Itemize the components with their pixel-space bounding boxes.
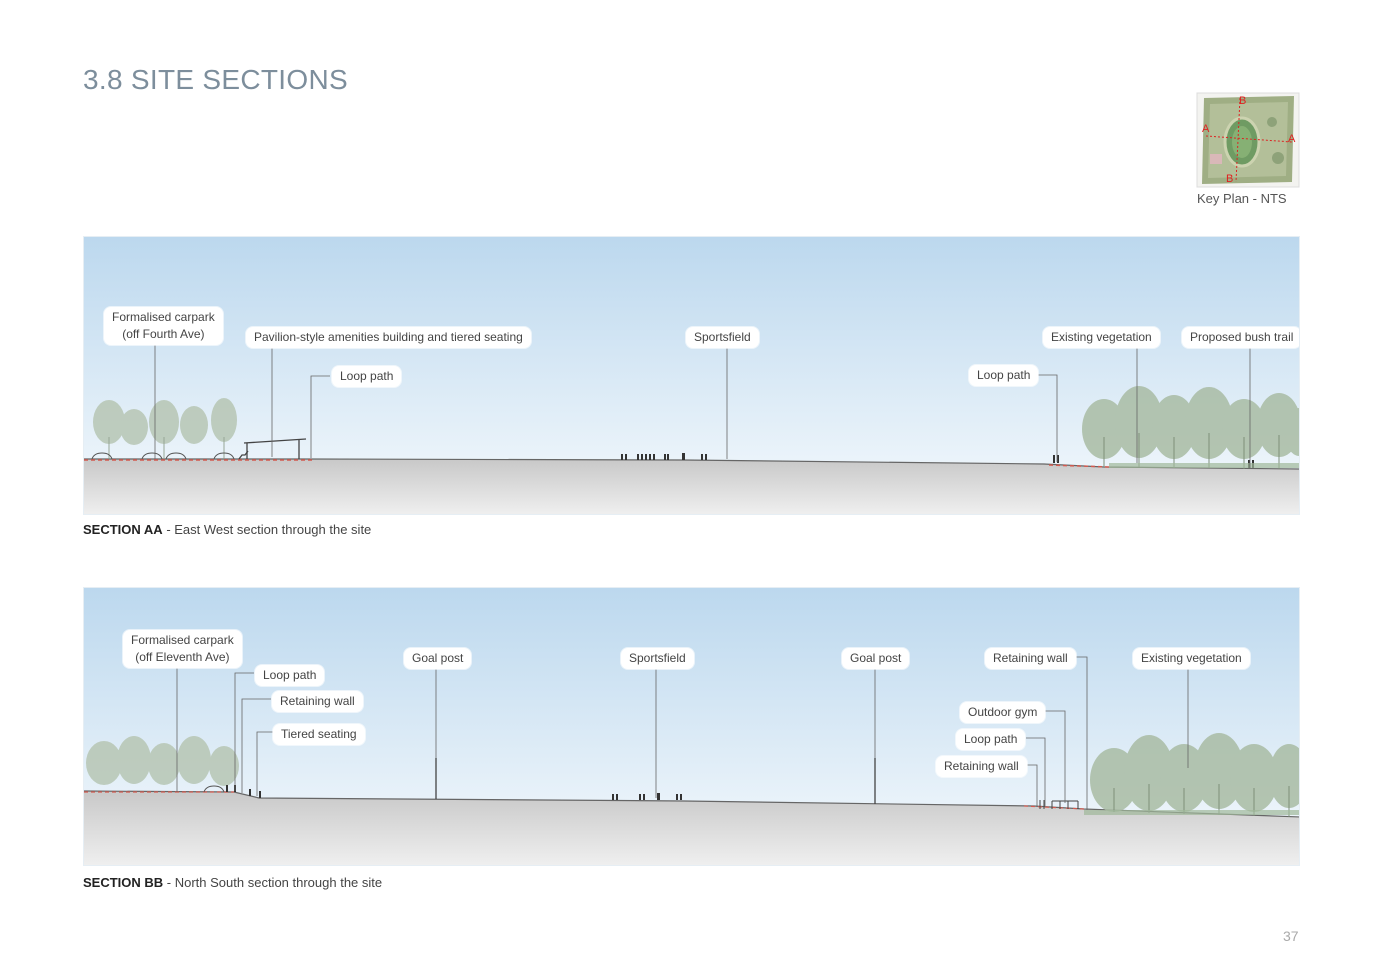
label-carpark: Formalised carpark (off Fourth Ave): [104, 307, 223, 345]
label-loop-path-west: Loop path: [332, 366, 402, 387]
loop-path-south: [1023, 805, 1085, 810]
key-plan-caption: Key Plan - NTS: [1197, 191, 1287, 206]
label-carpark-line2: (off Fourth Ave): [122, 327, 205, 341]
label-loop-path-south: Loop path: [956, 729, 1026, 750]
ground: [84, 459, 1299, 514]
section-bb-caption: SECTION BB - North South section through…: [83, 875, 382, 890]
parked-cars: [91, 452, 235, 460]
pavilion-building: [238, 438, 307, 460]
understorey: [1084, 810, 1299, 815]
section-aa-drawing: Formalised carpark (off Fourth Ave) Pavi…: [83, 236, 1300, 515]
section-bb-caption-rest: - North South section through the site: [163, 875, 383, 890]
label-goal-post-south: Goal post: [842, 648, 910, 669]
label-pavilion: Pavilion-style amenities building and ti…: [246, 327, 531, 348]
page-number: 37: [1283, 928, 1299, 944]
label-existing-vegetation: Existing vegetation: [1043, 327, 1160, 348]
understorey: [1109, 463, 1299, 468]
section-bb-caption-bold: SECTION BB: [83, 875, 164, 890]
label-retaining-wall-north: Retaining wall: [272, 691, 363, 712]
label-carpark-line1: Formalised carpark: [112, 310, 215, 324]
label-tiered-seating: Tiered seating: [273, 724, 365, 745]
key-plan-marker-b-south: B: [1226, 173, 1233, 185]
ground: [84, 791, 1299, 865]
leader-lines: [176, 656, 1189, 810]
section-aa-caption-bold: SECTION AA: [83, 522, 163, 537]
parked-car: [203, 785, 225, 793]
section-bb-drawing: Formalised carpark (off Eleventh Ave) Lo…: [83, 587, 1300, 866]
key-plan-marker-a-east: A: [1288, 133, 1296, 145]
label-carpark: Formalised carpark (off Eleventh Ave): [123, 630, 242, 668]
label-carpark-line1: Formalised carpark: [131, 633, 234, 647]
loop-path-east: [1048, 464, 1110, 468]
trees-south: [1090, 733, 1299, 812]
label-retaining-wall-bottom: Retaining wall: [936, 756, 1027, 777]
label-outdoor-gym: Outdoor gym: [960, 702, 1046, 723]
label-goal-post-north: Goal post: [404, 648, 472, 669]
leader-lines: [154, 344, 1251, 468]
page-title: 3.8 SITE SECTIONS: [83, 64, 348, 95]
label-retaining-wall-top: Retaining wall: [985, 648, 1076, 669]
label-loop-path-east: Loop path: [969, 365, 1039, 386]
trees-east: [1082, 386, 1299, 459]
people-sportsfield: [612, 793, 682, 800]
label-sportsfield: Sportsfield: [621, 648, 694, 669]
trees-north: [86, 736, 239, 786]
section-aa-caption: SECTION AA - East West section through t…: [83, 522, 371, 537]
trees-west: [93, 398, 237, 459]
label-bush-trail: Proposed bush trail: [1182, 327, 1299, 348]
key-plan-marker-a-west: A: [1202, 123, 1210, 135]
label-existing-vegetation: Existing vegetation: [1133, 648, 1250, 669]
label-carpark-line2: (off Eleventh Ave): [135, 650, 230, 664]
goal-posts: [435, 758, 876, 804]
key-plan-map: A A B B: [1196, 92, 1300, 188]
label-loop-path-north: Loop path: [255, 665, 325, 686]
label-sportsfield: Sportsfield: [686, 327, 759, 348]
key-plan-marker-b-north: B: [1239, 95, 1246, 107]
section-aa-caption-rest: - East West section through the site: [162, 522, 372, 537]
